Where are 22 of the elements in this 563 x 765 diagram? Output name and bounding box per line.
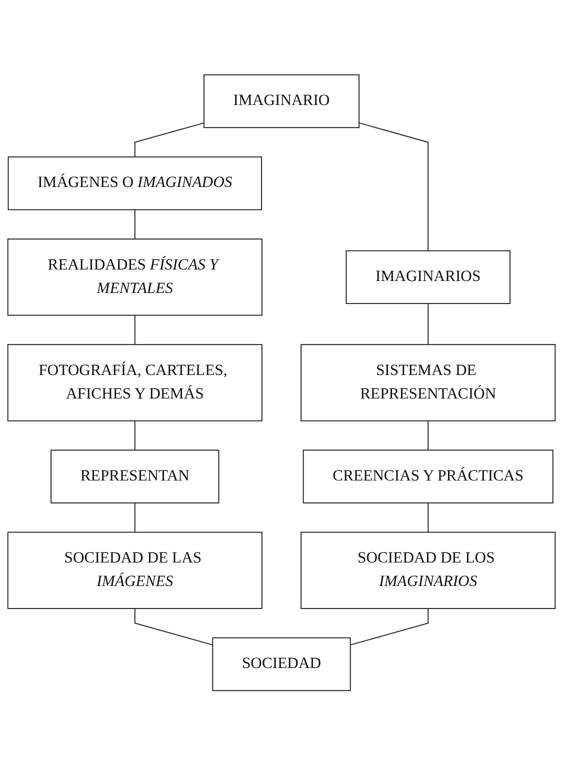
node-box: IMAGINARIO [203, 74, 360, 128]
node-box: IMAGINARIOS [346, 250, 510, 304]
node-box: SOCIEDAD [212, 637, 351, 691]
connector [134, 314, 136, 345]
node-box: SISTEMAS DE REPRESENTACIÓN [300, 344, 556, 422]
connector [134, 209, 136, 240]
node-box: SOCIEDAD DE LAS IMÁGENES [7, 532, 262, 609]
connector [350, 608, 429, 646]
connector [428, 502, 429, 533]
connector [134, 420, 136, 450]
connector [134, 122, 204, 158]
node-box: REALIDADES FÍSICAS Y MENTALES [7, 238, 262, 316]
connector [358, 122, 429, 252]
connector [428, 302, 429, 345]
node-box: SOCIEDAD DE LOS IMAGINARIOS [300, 532, 556, 609]
connector [134, 608, 214, 646]
node-box: FOTOGRAFÍA, CARTELES, AFICHES Y DEMÁS [7, 344, 262, 422]
node-box: REPRESENTAN [50, 449, 220, 504]
connector [134, 502, 136, 533]
node-box: CREENCIAS Y PRÁCTICAS [302, 449, 554, 504]
node-box: IMÁGENES O IMAGINADOS [8, 156, 262, 210]
connector [428, 420, 429, 450]
